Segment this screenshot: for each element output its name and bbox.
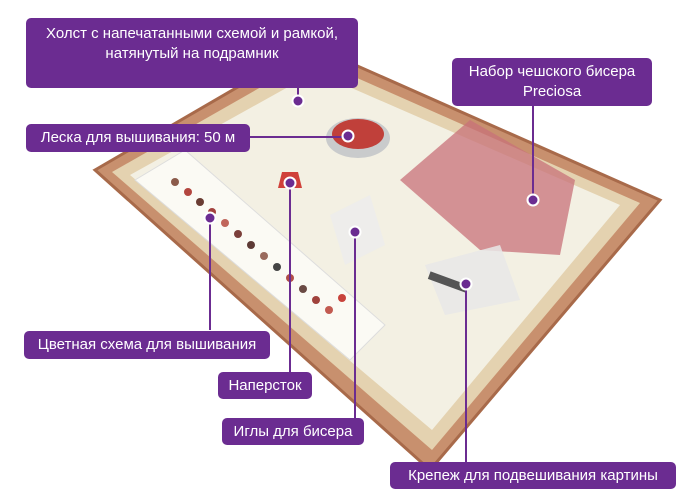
canvas-marker	[291, 94, 305, 108]
hanger-marker	[459, 277, 473, 291]
fishing-line-label: Леска для вышивания: 50 м	[26, 124, 250, 152]
beads-marker	[526, 193, 540, 207]
color-scheme-label: Цветная схема для вышивания	[24, 331, 270, 359]
needles-marker	[348, 225, 362, 239]
hanger-label: Крепеж для подвешивания картины	[390, 462, 676, 489]
canvas-label-line1: Холст с напечатанными схемой и рамкой,	[45, 25, 339, 42]
fishing-line-marker	[341, 129, 355, 143]
color-scheme-marker	[203, 211, 217, 225]
thimble-label: Наперсток	[218, 372, 312, 399]
hanger-bag	[425, 245, 520, 315]
canvas-label: Холст с напечатанными схемой и рамкой, н…	[26, 18, 358, 88]
canvas-label-line2: натянутый на подрамник	[105, 45, 279, 62]
needles-label: Иглы для бисера	[222, 418, 364, 445]
thimble-marker	[283, 176, 297, 190]
beads-label: Набор чешского бисера Preciosa	[452, 58, 652, 106]
beads-label-line1: Набор чешского бисера	[468, 63, 636, 80]
beads-bags	[400, 120, 575, 255]
beads-label-line2: Preciosa	[522, 83, 582, 100]
